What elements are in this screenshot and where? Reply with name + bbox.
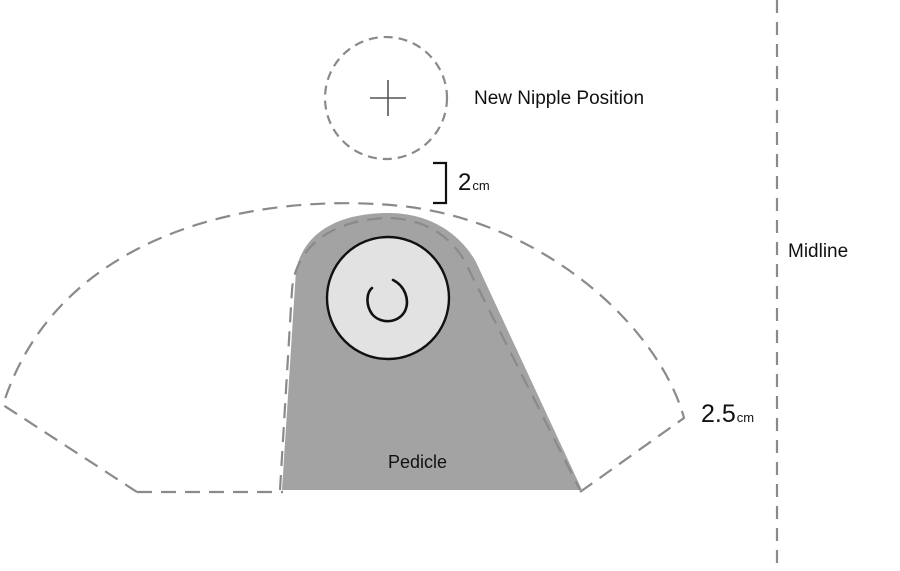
pedicle-label: Pedicle [388, 452, 448, 472]
new-nipple-position-label: New Nipple Position [474, 88, 645, 109]
crosshair-icon [370, 80, 406, 116]
wise-pattern-outline [1, 202, 686, 494]
measurement-2cm-value: 2 [458, 169, 472, 196]
measurement-2-5cm-unit: cm [736, 410, 755, 425]
areola [325, 235, 451, 361]
nipple-spiral-icon [366, 278, 409, 323]
measurement-2cm-unit: cm [472, 178, 490, 193]
pedicle-outline [278, 216, 581, 491]
new-nipple-circle [323, 35, 449, 161]
measurement-2cm: 2cm [458, 169, 490, 197]
distance-bracket-2cm [433, 161, 448, 205]
measurement-2-5cm: 2.5cm [701, 400, 754, 429]
measurement-2-5cm-value: 2.5 [701, 400, 736, 428]
midline-label: Midline [788, 241, 849, 262]
